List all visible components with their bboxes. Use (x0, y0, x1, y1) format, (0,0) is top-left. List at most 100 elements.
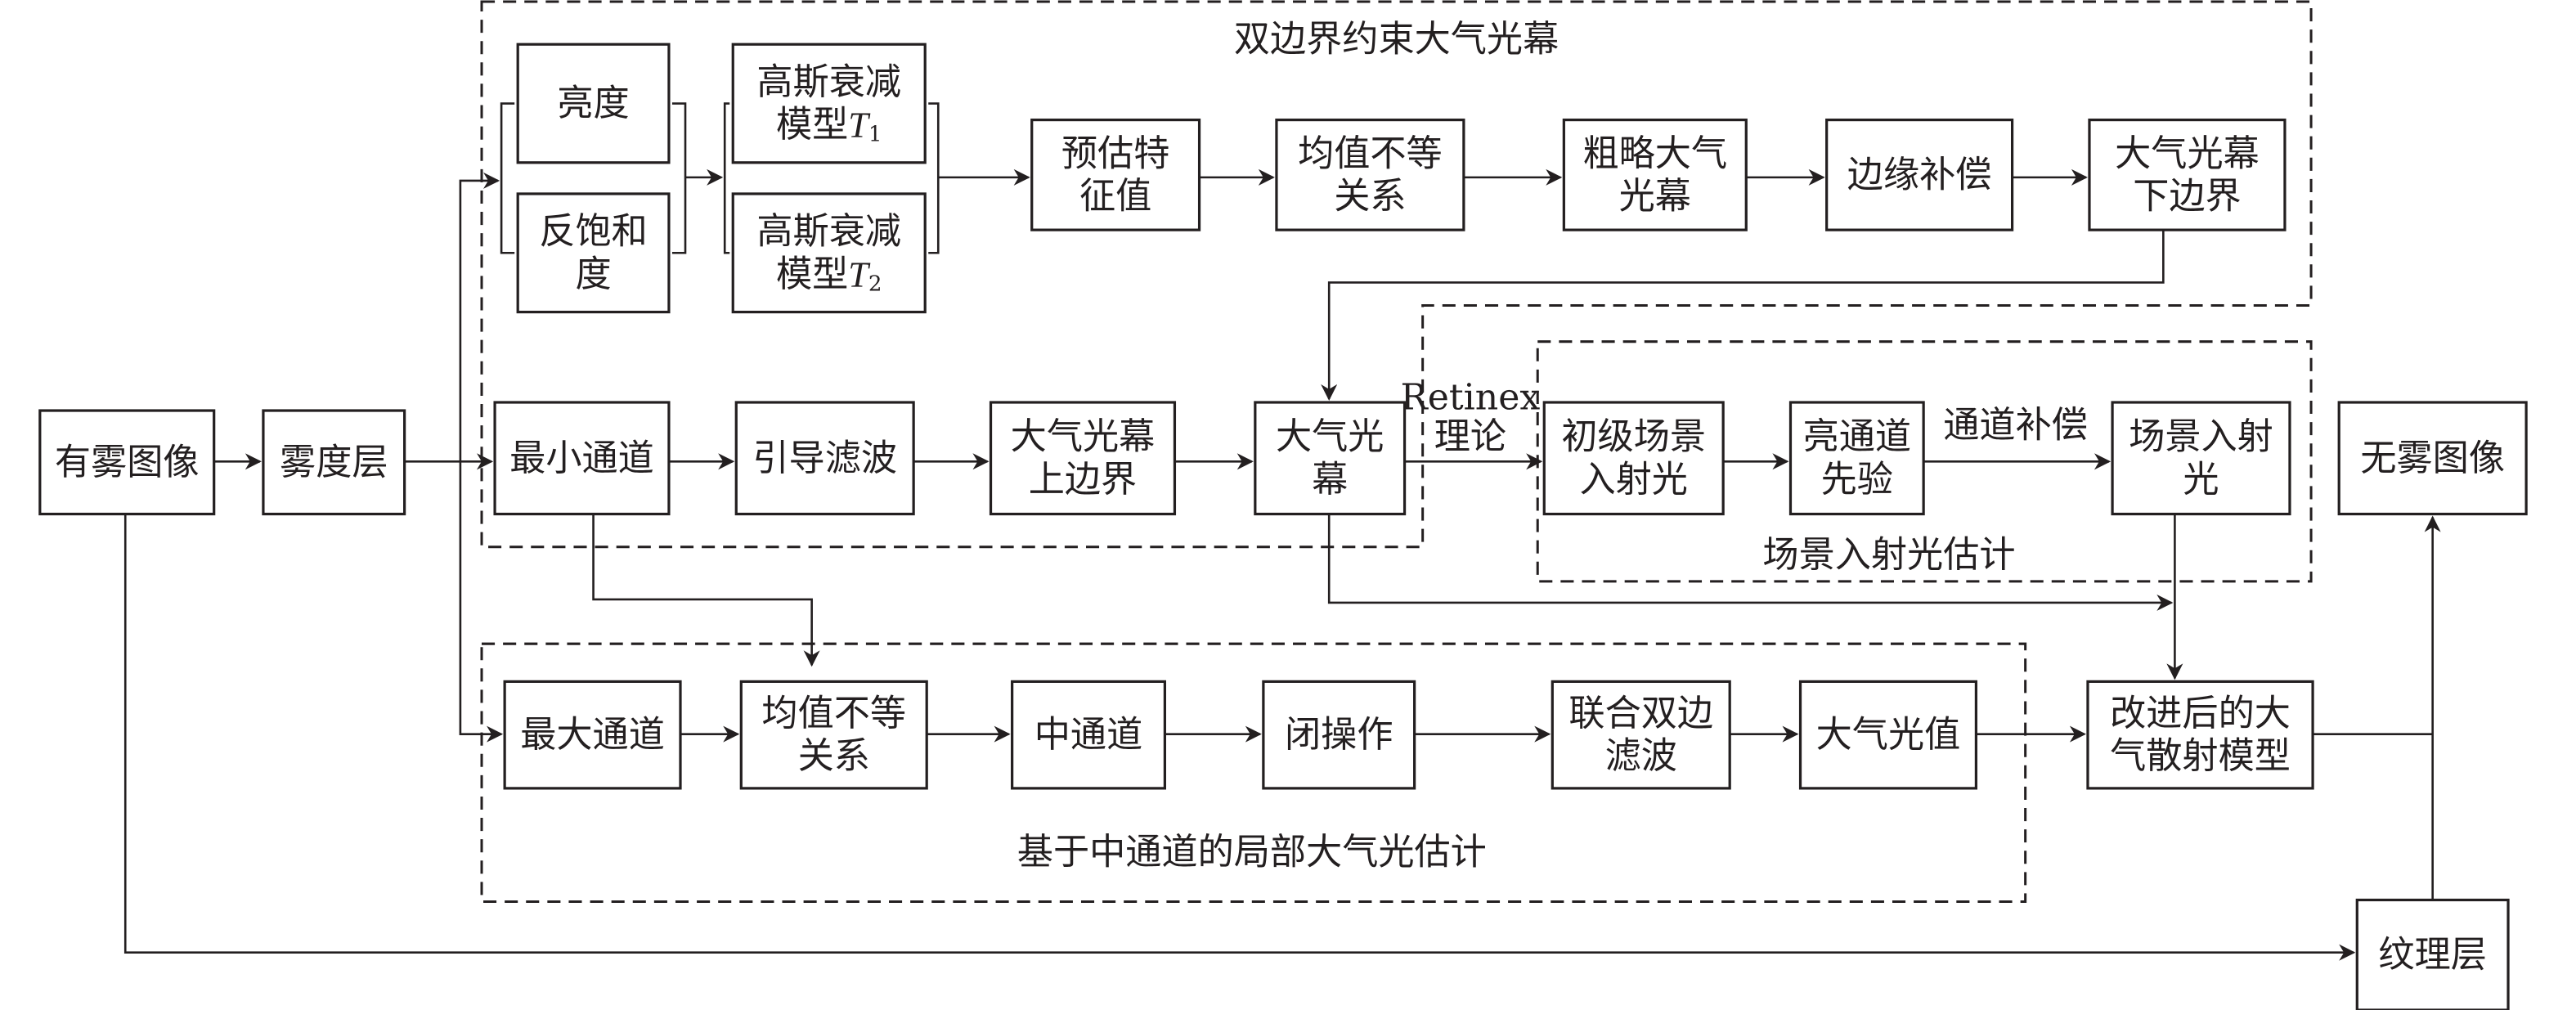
node-label: 高斯衰减 (756, 211, 901, 253)
node-label: 边缘补偿 (1847, 154, 1992, 195)
node-box (516, 192, 671, 314)
node-label: 模型T1 (776, 104, 882, 147)
node-closing: 闭操作 (1262, 680, 1416, 790)
node-box (2355, 898, 2510, 1010)
node-guided-filter: 引导滤波 (734, 401, 915, 516)
arrow-hazy-to-texture (123, 514, 2356, 961)
group-dual-boundary-title: 双边界约束大气光幕 (1234, 19, 1559, 61)
node-veil: 大气光幕 (1254, 401, 1407, 516)
node-mid-channel: 中通道 (1011, 680, 1166, 790)
bracket-right-2 (928, 102, 940, 254)
node-box (516, 43, 671, 164)
node-label: 雾度层 (280, 442, 388, 483)
node-brightness: 亮度 (516, 43, 671, 164)
node-label: 改进后的大 (2110, 693, 2291, 734)
node-box (739, 680, 928, 790)
node-label: 气散射模型 (2110, 735, 2291, 777)
node-label: 光 (2183, 459, 2219, 501)
node-subscript: 1 (868, 123, 882, 147)
node-box (2337, 401, 2528, 516)
node-box (1788, 401, 1925, 516)
node-max-channel: 最大通道 (503, 680, 682, 790)
node-box (1030, 118, 1201, 231)
node-variable: T (848, 254, 871, 294)
node-box (2086, 680, 2314, 790)
node-label: 下边界 (2133, 175, 2241, 217)
group-scene-light-title: 场景入射光估计 (1762, 534, 2015, 576)
node-box (734, 401, 915, 516)
node-box (2088, 118, 2287, 231)
node-label: 大气光幕 (2115, 132, 2260, 174)
node-label: 入射光 (1579, 459, 1687, 501)
node-box (262, 409, 406, 516)
node-label: 大气光 (1276, 416, 1384, 458)
edge-label-channel-comp: 通道补偿 (1943, 405, 2088, 447)
node-label: 最小通道 (509, 438, 654, 479)
node-hazy-image: 有雾图像 (38, 409, 216, 516)
node-label: 度 (575, 254, 611, 295)
node-scene-light: 场景入射光 (2111, 401, 2291, 516)
nodes: 有雾图像雾度层亮度反饱和度高斯衰减模型T1高斯衰减模型T2预估特征值均值不等关系… (38, 43, 2528, 1010)
node-label: 滤波 (1605, 735, 1677, 777)
edge-label-theory: 理论 (1434, 416, 1506, 458)
node-label: 大气光幕 (1011, 416, 1156, 458)
node-label: 大气光值 (1816, 714, 1961, 756)
node-box (1254, 401, 1407, 516)
node-label: 有雾图像 (55, 442, 200, 483)
node-label: 反饱和 (539, 211, 647, 253)
node-label: 粗略大气 (1582, 132, 1727, 174)
node-label: 幕 (1312, 459, 1348, 501)
node-variable: T (848, 105, 871, 145)
node-label: 模型T2 (776, 254, 882, 297)
node-label: 无雾图像 (2360, 438, 2505, 479)
node-box (731, 192, 927, 314)
node-label: 初级场景 (1561, 416, 1706, 458)
node-box (1011, 680, 1166, 790)
node-label: 最大通道 (520, 714, 665, 756)
bracket-left-2 (723, 102, 730, 254)
node-subscript: 2 (868, 272, 882, 296)
node-box (731, 43, 927, 164)
node-texture-layer: 纹理层 (2355, 898, 2510, 1010)
bracket-right-1 (671, 102, 687, 254)
node-label: 光幕 (1619, 175, 1691, 217)
node-atmo-value: 大气光值 (1798, 680, 1978, 790)
node-label: 上边界 (1029, 459, 1137, 501)
node-label: 征值 (1079, 175, 1151, 217)
node-label: 纹理层 (2378, 934, 2486, 976)
node-label: 中通道 (1034, 714, 1142, 756)
node-box (1542, 401, 1725, 516)
node-box (1275, 118, 1465, 231)
node-label: 亮通道 (1803, 416, 1911, 458)
node-haze-free: 无雾图像 (2337, 401, 2528, 516)
node-label: 闭操作 (1285, 714, 1393, 756)
arrow-min-to-mean-bottom (592, 514, 820, 667)
node-label: 均值不等 (1298, 132, 1443, 174)
node-box (2111, 401, 2291, 516)
node-label: 关系 (1334, 175, 1406, 217)
arrow-haze-to-brightness-branch (459, 172, 500, 462)
node-label: 高斯衰减 (756, 61, 901, 103)
node-box (493, 401, 671, 516)
arrow-haze-to-max (459, 461, 504, 743)
node-box (503, 680, 682, 790)
node-box (1798, 680, 1978, 790)
node-min-channel: 最小通道 (493, 401, 671, 516)
bracket-left-1 (500, 102, 515, 254)
node-box (1262, 680, 1416, 790)
node-box (1825, 118, 2014, 231)
node-label: 关系 (798, 735, 870, 777)
node-edge-comp: 边缘补偿 (1825, 118, 2014, 231)
node-label: 联合双边 (1568, 693, 1713, 734)
